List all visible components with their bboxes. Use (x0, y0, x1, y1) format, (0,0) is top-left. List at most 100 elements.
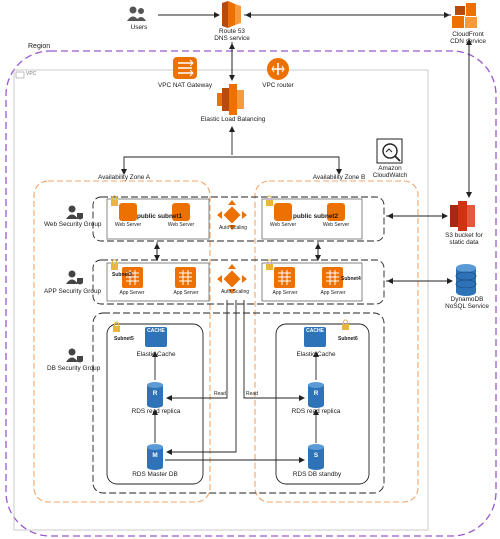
read-label: Read (214, 391, 226, 397)
availability-zone-b-label: Availability Zone B (312, 174, 366, 181)
app-server-label: App Server (272, 290, 298, 296)
rds-standby-label: RDS DB standby (292, 471, 342, 478)
rds-master-letter: M (152, 452, 158, 459)
read-label: Read (246, 391, 258, 397)
cloudwatch-label: Amazon (378, 165, 402, 172)
app-server-icon (274, 267, 295, 288)
web-server-label: Web Server (114, 222, 142, 228)
s3-bucket-icon (450, 201, 475, 231)
public-subnet1-box (106, 198, 210, 240)
subnet5-box (106, 323, 204, 485)
lock-icon (111, 195, 118, 206)
cache-badge-text: CACHE (306, 328, 324, 334)
web-server-icon (274, 203, 292, 221)
rds-read-replica-icon (147, 382, 163, 408)
rds-read-replica-label: RDS read replica (291, 408, 341, 415)
subnet6-box (275, 323, 370, 485)
elb-label: Elastic Load Balancing (200, 116, 266, 123)
subnet6-label: Subnet6 (338, 336, 358, 342)
web-server-icon (119, 203, 137, 221)
dynamodb-icon (455, 264, 477, 296)
cloudwatch-sublabel: CloudWatch (372, 172, 408, 179)
public-subnet2-label: public subnet2 (293, 213, 339, 220)
nat-gateway-icon (173, 57, 197, 79)
route53-label: Route 53 (219, 28, 245, 35)
cloudfront-label: CloudFront (452, 31, 484, 38)
region-label: Region (28, 43, 51, 50)
rds-read-replica-label: RDS read replica (131, 408, 181, 415)
rds-standby-icon (308, 444, 324, 470)
cloudwatch-icon (376, 138, 403, 164)
vpc-boundary (13, 69, 429, 531)
nat-gateway-label: VPC NAT Gateway (157, 82, 213, 89)
rds-master-label: RDS Master DB (132, 471, 178, 478)
subnet3-label: Subnet3 (112, 272, 132, 278)
connectors (121, 12, 472, 463)
app-security-group-icon (66, 270, 83, 285)
web-server-label: Web Server (322, 222, 350, 228)
app-server-label: App Server (173, 290, 199, 296)
dynamodb-sublabel: NoSQL Service (445, 303, 489, 310)
web-security-group-label: Web Security Group (44, 221, 102, 228)
app-server-label: App Server (119, 290, 145, 296)
auto-scaling-icon (217, 264, 247, 294)
users-icon (127, 6, 146, 21)
web-server-icon (327, 203, 345, 221)
app-server-icon (122, 267, 143, 288)
elb-icon (217, 84, 244, 115)
cache-badge-text: CACHE (147, 328, 165, 334)
route53-sublabel: DNS service (214, 35, 250, 42)
app-server-icon (322, 267, 343, 288)
elastic-cache-label: Elastic Cache (296, 351, 336, 358)
db-security-group-label: DB Security Group (47, 365, 101, 372)
s3-sublabel: static data (449, 239, 479, 246)
app-security-group-label: APP Security Group (44, 288, 102, 295)
dynamodb-label: DynamoDB (450, 296, 484, 303)
auto-scaling-icon (217, 200, 247, 230)
lock-icon (266, 195, 273, 206)
subnet4-label: Subnet4 (341, 276, 361, 282)
public-subnet2-box (261, 198, 363, 240)
vpc-icon (15, 71, 25, 79)
availability-zone-a-boundary (33, 180, 211, 503)
rds-replica-letter: R (152, 390, 158, 397)
app-security-group-boundary (92, 259, 385, 305)
web-server-label: Web Server (269, 222, 297, 228)
lock-icon (111, 259, 118, 270)
db-security-group-icon (66, 348, 83, 363)
lock-icon (266, 259, 273, 270)
availability-zone-a-label: Availability Zone A (97, 174, 151, 181)
elastic-cache-icon (304, 327, 326, 347)
elastic-cache-icon (145, 327, 167, 347)
elastic-cache-label: Elastic Cache (136, 351, 176, 358)
web-server-icon (172, 203, 190, 221)
lock-icon (342, 319, 349, 330)
vpc-label: VPC (26, 71, 37, 77)
rds-standby-letter: S (313, 452, 319, 459)
s3-label: S3 bucket for (445, 232, 483, 239)
subnet5-label: Subnet5 (114, 336, 134, 342)
rds-master-icon (147, 444, 163, 470)
region-boundary (5, 50, 497, 537)
vpc-router-icon (267, 58, 289, 80)
availability-zone-b-boundary (254, 180, 419, 503)
rds-read-replica-icon (308, 382, 324, 408)
web-security-group-boundary (92, 196, 385, 242)
auto-scaling-label: Auto Scaling (218, 225, 248, 231)
rds-replica-letter: R (313, 390, 319, 397)
lock-icon (113, 321, 120, 332)
subnet3-box (106, 262, 210, 302)
web-server-label: Web Server (167, 222, 195, 228)
route53-icon (222, 1, 241, 28)
vpc-router-label: VPC router (262, 82, 294, 89)
subnet4-box (261, 262, 363, 302)
users-label: Users (130, 24, 148, 31)
web-security-group-icon (66, 205, 83, 220)
auto-scaling-label: Auto Scaling (220, 289, 250, 295)
db-security-group-boundary (92, 312, 385, 494)
cloudfront-icon (452, 3, 477, 28)
public-subnet1-label: public subnet1 (137, 213, 183, 220)
app-server-icon (175, 267, 196, 288)
cloudfront-sublabel: CDN service (450, 38, 486, 45)
